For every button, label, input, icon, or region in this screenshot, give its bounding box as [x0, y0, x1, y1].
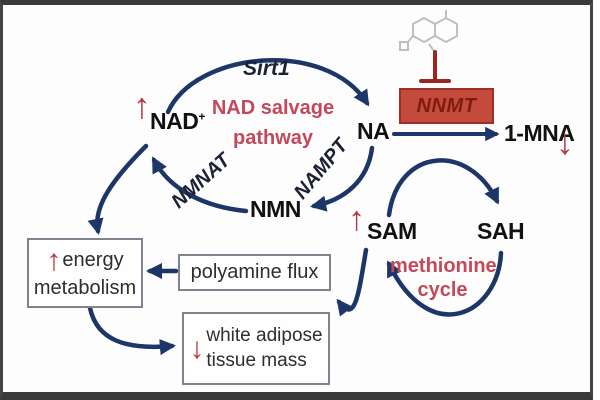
arrow-nad-to-energy: [87, 143, 149, 235]
nad-plus-superscript: +: [198, 109, 205, 124]
sam-increase-arrow-icon: ↑: [348, 200, 365, 238]
arrow-sam-to-sah: [386, 158, 500, 218]
salvage-pathway-label-line1: NAD salvage: [211, 97, 335, 119]
energy-box-line1: ↑ energy: [46, 243, 124, 277]
node-1mna: 1-MNA: [504, 120, 575, 146]
adipose-line1: white adipose: [206, 324, 323, 346]
arrow-sam-to-polyamine: [336, 247, 369, 317]
nad-text: NAD: [150, 108, 199, 134]
white-adipose-box: ↓ white adipose tissue mass: [182, 312, 330, 385]
adipose-text: white adipose tissue mass: [206, 324, 322, 373]
adipose-decrease-arrow-icon: ↓: [189, 331, 205, 365]
node-sah: SAH: [477, 218, 525, 244]
inhibition-tbar-icon: [419, 50, 451, 83]
node-nad: NAD+: [150, 108, 205, 135]
nnmt-enzyme-box: NNMT: [399, 88, 494, 124]
polyamine-flux-box: polyamine flux: [178, 254, 331, 291]
methionine-cycle-label-line2: cycle: [417, 279, 468, 301]
salvage-pathway-label-line2: pathway: [232, 127, 314, 149]
arrow-sah-to-sam: [386, 250, 504, 317]
adipose-line2: tissue mass: [206, 349, 307, 371]
inhibitor-structure-icon: [399, 10, 458, 52]
energy-increase-arrow-icon: ↑: [46, 243, 62, 277]
arrow-nmn-to-nad-nmnat: [151, 156, 249, 214]
nad-increase-arrow-icon: ↑: [133, 85, 151, 126]
arrow-nad-to-na-sirt1: [165, 58, 370, 115]
enzyme-sirt1-label: Sirt1: [243, 57, 290, 80]
energy-metabolism-box: ↑ energy metabolism: [27, 238, 143, 308]
node-nmn: NMN: [250, 196, 301, 222]
arrow-na-to-nmn-nampt: [310, 145, 375, 212]
arrow-energy-to-adipose: [87, 305, 177, 356]
polyamine-flux-text: polyamine flux: [190, 261, 319, 283]
node-sam: SAM: [367, 218, 417, 244]
node-na: NA: [357, 118, 390, 144]
mna-decrease-arrow-icon: ↓: [556, 121, 574, 162]
methionine-cycle-label-line1: methionine: [390, 255, 497, 277]
energy-text: energy: [62, 249, 124, 271]
energy-box-line2: metabolism: [33, 276, 137, 299]
